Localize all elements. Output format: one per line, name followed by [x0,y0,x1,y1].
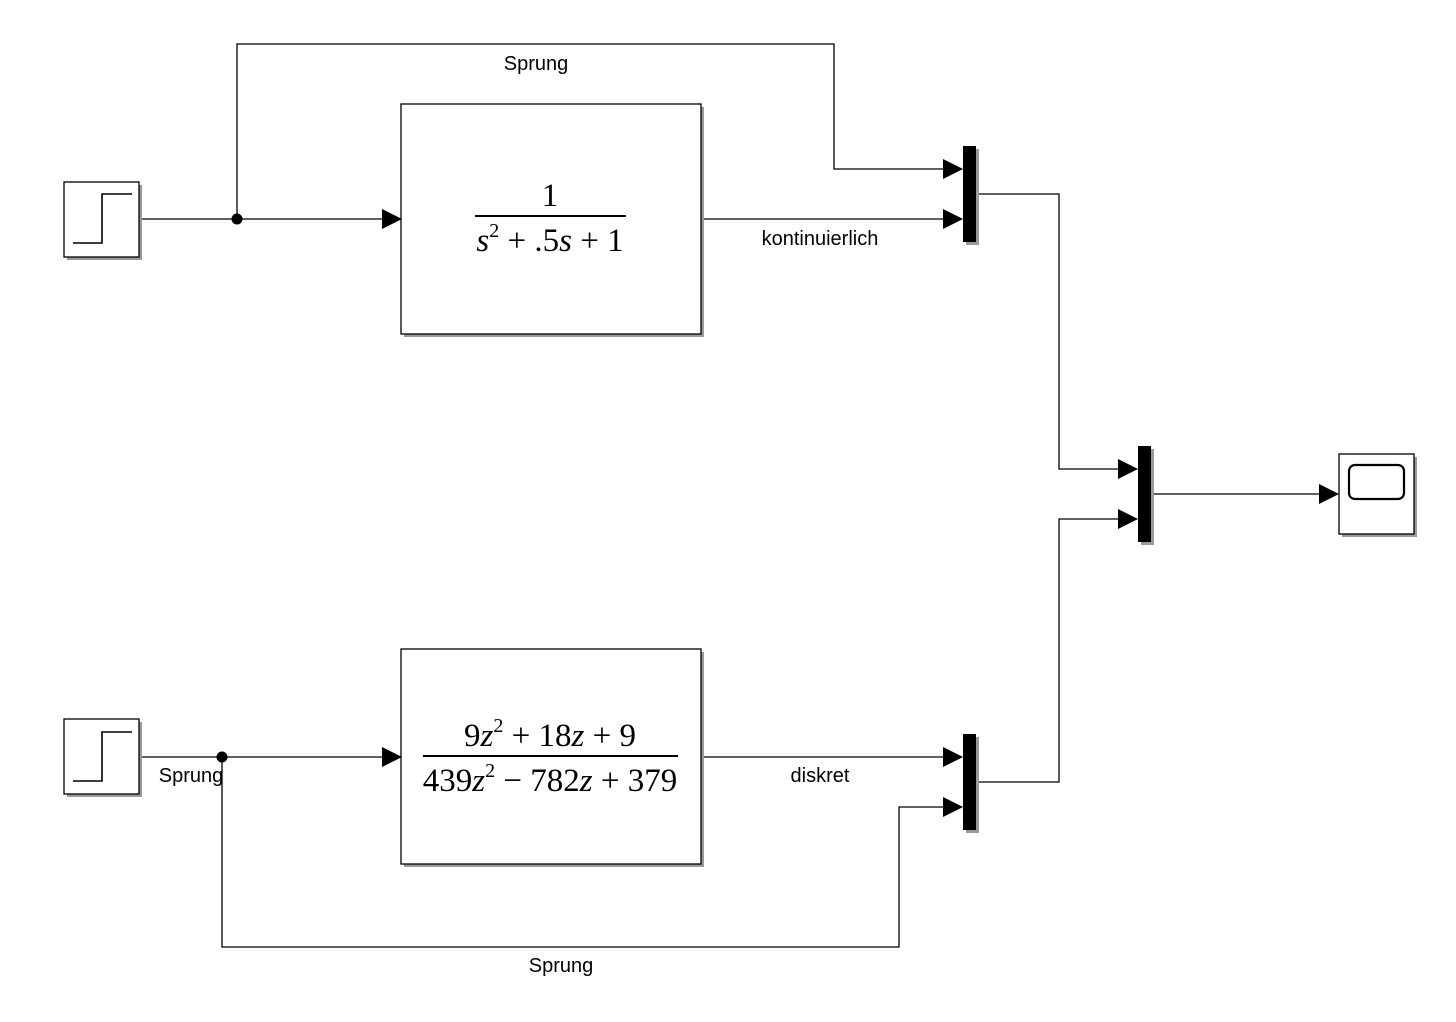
label-sprung-top: Sprung [504,53,569,75]
label-kontinuierlich: kontinuierlich [762,228,879,250]
tf-discrete-denominator: 439z2 − 782z + 379 [423,760,677,799]
label-sprung-step-bottom: Sprung [159,765,224,787]
step-block-top[interactable] [63,181,142,260]
wire-mux2-to-mux3[interactable] [979,509,1138,783]
wire-mux1-to-mux3[interactable] [979,193,1138,479]
scope-block[interactable] [1338,453,1417,537]
branch-point-top [231,213,243,225]
wire-branch-sprung-bottom[interactable] [221,757,963,948]
tf-continuous-denominator: s2 + .5s + 1 [476,220,623,259]
label-diskret: diskret [791,765,850,787]
transfer-fcn-discrete[interactable]: 9z2 + 18z + 9 439z2 − 782z + 379 [400,648,704,867]
scope-icon [1347,463,1406,501]
label-sprung-bottom: Sprung [529,955,594,977]
transfer-fcn-continuous[interactable]: 1 s2 + .5s + 1 [400,103,704,337]
step-icon [73,731,132,782]
step-icon [73,193,132,244]
step-block-bottom[interactable] [63,718,142,797]
branch-point-bottom [216,751,228,763]
signal-lines [140,43,1339,948]
tf-continuous-numerator: 1 [542,178,559,214]
mux-block-top[interactable] [963,146,979,245]
tf-discrete-numerator: 9z2 + 18z + 9 [464,715,636,754]
mux-block-right[interactable] [1138,446,1154,545]
wire-branch-sprung-top[interactable] [236,43,963,219]
mux-block-bottom[interactable] [963,734,979,833]
